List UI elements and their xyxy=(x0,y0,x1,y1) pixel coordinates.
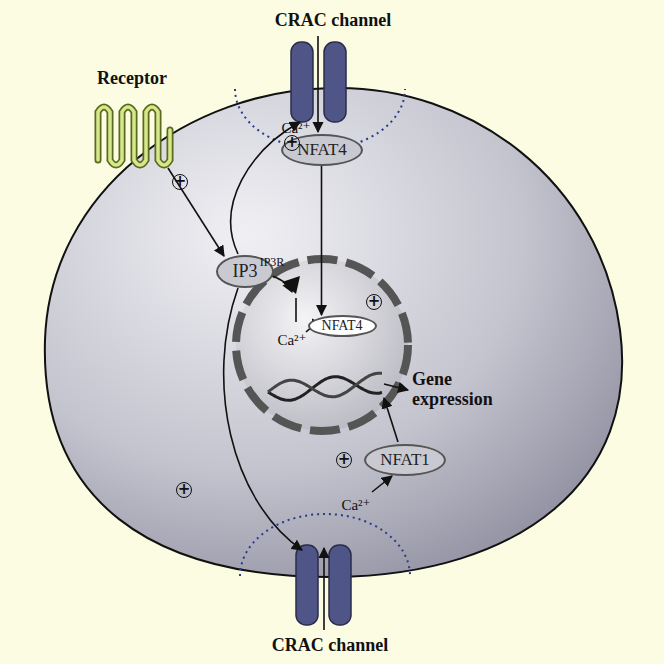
node-label: NFAT4 xyxy=(297,140,347,160)
node-label: IP3 xyxy=(232,261,257,282)
channel-label: CRAC channel xyxy=(275,10,392,31)
receptor-label: IP3R xyxy=(260,255,285,270)
dna-strand xyxy=(268,373,382,397)
activation-sign: + xyxy=(176,482,192,498)
ion-label: Ca²⁺ xyxy=(277,331,306,349)
cell-membrane xyxy=(45,88,622,577)
dna-helix xyxy=(268,373,382,400)
ion-label: Ca²⁺ xyxy=(341,496,370,514)
transcription-factor-oval: NFAT1 xyxy=(364,444,446,476)
calcium-microdomain xyxy=(240,514,410,576)
signal-arrow xyxy=(321,166,323,315)
activation-sign: + xyxy=(172,174,188,190)
signal-arrow xyxy=(168,36,408,630)
receptor-symbol xyxy=(98,107,170,165)
channel-label: CRAC channel xyxy=(272,635,389,656)
output-label: Gene expression xyxy=(412,370,507,410)
ion-label: Ca²⁺ xyxy=(281,119,310,137)
activation-sign: + xyxy=(336,452,352,468)
activation-sign: + xyxy=(284,135,300,151)
transcription-factor-oval: NFAT4 xyxy=(308,315,377,337)
receptor-label: Receptor xyxy=(97,68,167,89)
activation-sign: + xyxy=(366,294,382,310)
node-label: NFAT4 xyxy=(322,318,363,334)
node-label: NFAT1 xyxy=(380,450,430,470)
